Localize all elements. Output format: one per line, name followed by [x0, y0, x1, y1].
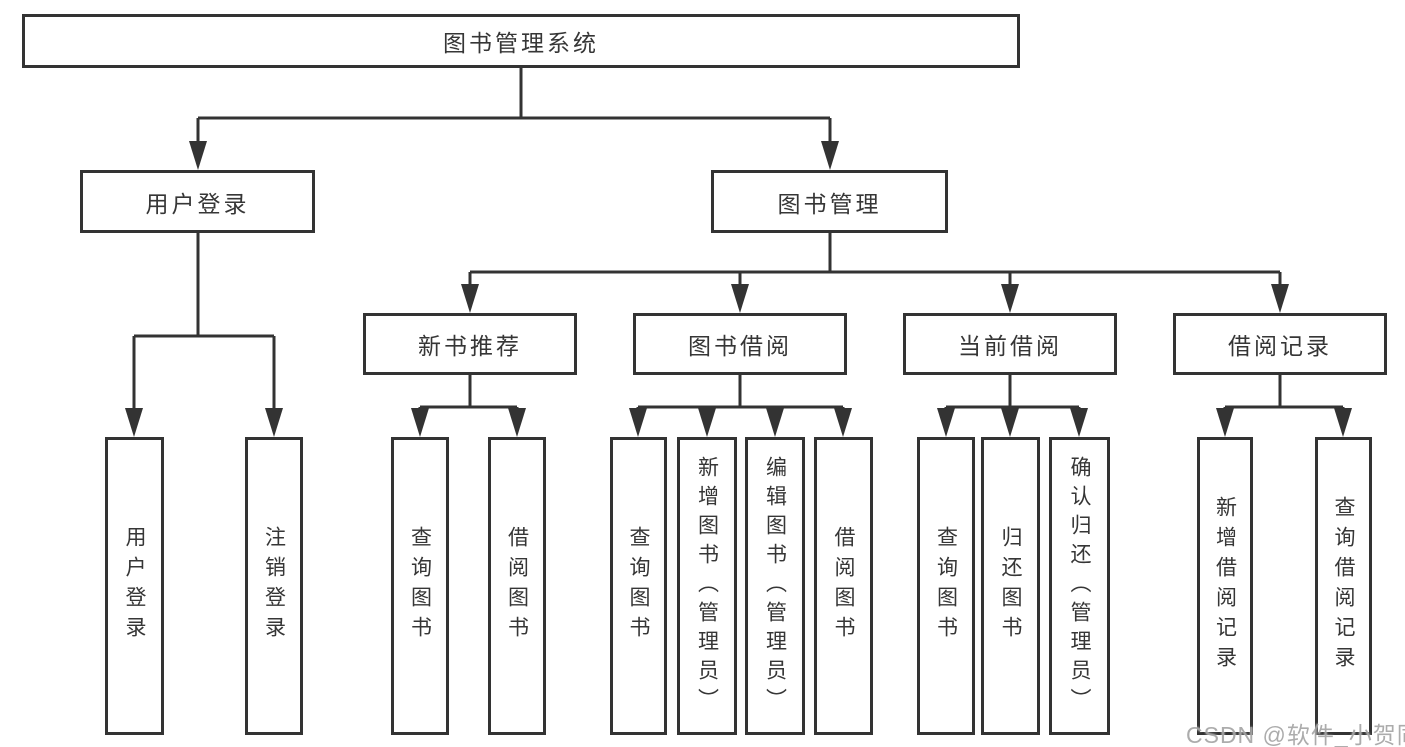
- leaf-logout: 注销登录: [245, 437, 303, 735]
- leaf-recommend-query-books: 查询图书: [391, 437, 449, 735]
- leaf-query-borrow-record: 查询借阅记录: [1315, 437, 1372, 735]
- node-new-book-recommend: 新书推荐: [363, 313, 577, 375]
- node-book-borrow: 图书借阅: [633, 313, 847, 375]
- node-book-borrow-label: 图书借阅: [688, 333, 792, 359]
- arrowhead-icons: [125, 141, 1352, 437]
- node-root: 图书管理系统: [22, 14, 1020, 68]
- node-root-label: 图书管理系统: [443, 30, 599, 56]
- leaf-logout-label: 注销登录: [262, 526, 286, 646]
- leaf-borrow-query-books-label: 查询图书: [627, 526, 650, 646]
- leaf-add-books-admin: 新增图书（管理员）: [677, 437, 737, 735]
- leaf-edit-books-admin-label: 编辑图书（管理员）: [763, 455, 787, 717]
- node-borrow-records: 借阅记录: [1173, 313, 1387, 375]
- leaf-recommend-query-books-label: 查询图书: [408, 526, 432, 646]
- leaf-current-query-books-label: 查询图书: [934, 526, 958, 646]
- leaf-borrow-query-books: 查询图书: [610, 437, 667, 735]
- leaf-user-login: 用户登录: [105, 437, 164, 735]
- leaf-add-borrow-record-label: 新增借阅记录: [1213, 496, 1237, 676]
- leaf-return-books: 归还图书: [981, 437, 1040, 735]
- leaf-borrow-books-label: 借阅图书: [832, 526, 855, 646]
- node-book-management: 图书管理: [711, 170, 948, 233]
- node-new-book-recommend-label: 新书推荐: [418, 333, 522, 359]
- leaf-recommend-borrow-books-label: 借阅图书: [505, 526, 529, 646]
- node-current-borrow-label: 当前借阅: [958, 333, 1062, 359]
- csdn-watermark: CSDN @软件_小贺同学: [1186, 722, 1405, 747]
- node-borrow-records-label: 借阅记录: [1228, 333, 1332, 359]
- leaf-user-login-label: 用户登录: [123, 526, 146, 646]
- leaf-return-books-label: 归还图书: [999, 526, 1022, 646]
- leaf-borrow-books: 借阅图书: [814, 437, 873, 735]
- leaf-confirm-return-admin-label: 确认归还（管理员）: [1068, 455, 1091, 717]
- leaf-recommend-borrow-books: 借阅图书: [488, 437, 546, 735]
- leaf-add-borrow-record: 新增借阅记录: [1197, 437, 1253, 735]
- node-user-login: 用户登录: [80, 170, 315, 233]
- leaf-query-borrow-record-label: 查询借阅记录: [1332, 496, 1355, 676]
- node-user-login-label: 用户登录: [145, 190, 250, 217]
- leaf-add-books-admin-label: 新增图书（管理员）: [695, 455, 719, 717]
- node-current-borrow: 当前借阅: [903, 313, 1117, 375]
- leaf-edit-books-admin: 编辑图书（管理员）: [745, 437, 805, 735]
- node-book-management-label: 图书管理: [777, 190, 882, 217]
- leaf-confirm-return-admin: 确认归还（管理员）: [1049, 437, 1110, 735]
- leaf-current-query-books: 查询图书: [917, 437, 975, 735]
